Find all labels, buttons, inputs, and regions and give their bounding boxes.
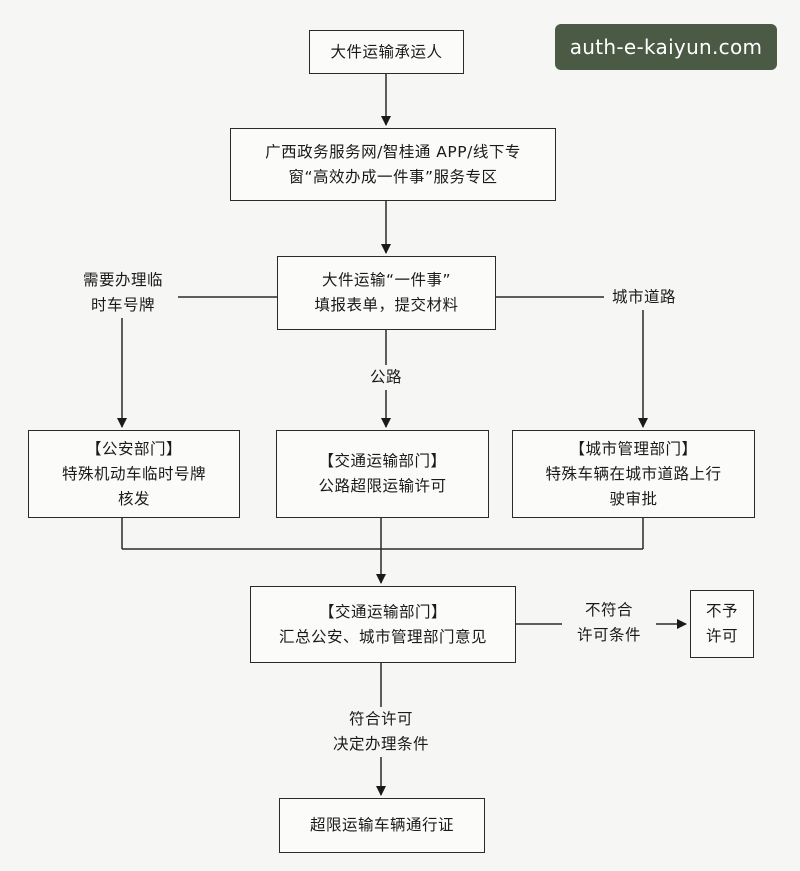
node-deny-line1: 不予	[705, 602, 738, 620]
label-qualified-line1: 符合许可	[348, 710, 413, 728]
node-form-line2: 填报表单，提交材料	[314, 296, 459, 314]
label-city-road-text: 城市道路	[611, 288, 676, 306]
node-form-line1: 大件运输“一件事”	[321, 271, 452, 289]
label-not-qualified-line1: 不符合	[584, 601, 633, 619]
node-city-line2: 特殊车辆在城市道路上行	[545, 464, 722, 483]
node-city-line3: 驶审批	[609, 489, 658, 508]
node-deny: 不予 许可	[690, 590, 754, 658]
label-highway: 公路	[363, 365, 409, 390]
node-carrier: 大件运输承运人	[309, 30, 464, 74]
node-platform: 广西政务服务网/智桂通 APP/线下专 窗“高效办成一件事”服务专区	[230, 128, 556, 201]
label-qualified-line2: 决定办理条件	[332, 735, 429, 753]
watermark-badge: auth-e-kaiyun.com	[555, 24, 777, 70]
node-certificate-text: 超限运输车辆通行证	[309, 816, 454, 834]
node-police: 【公安部门】 特殊机动车临时号牌 核发	[28, 430, 240, 518]
node-city: 【城市管理部门】 特殊车辆在城市道路上行 驶审批	[512, 430, 755, 518]
label-not-qualified-line2: 许可条件	[576, 626, 641, 644]
node-carrier-text: 大件运输承运人	[330, 42, 443, 61]
node-deny-line2: 许可	[705, 627, 738, 645]
node-transport-permit: 【交通运输部门】 公路超限运输许可	[276, 430, 489, 518]
node-summary-line1: 【交通运输部门】	[318, 602, 447, 621]
label-not-qualified: 不符合 许可条件	[562, 598, 656, 648]
node-city-line1: 【城市管理部门】	[569, 439, 698, 458]
node-platform-line1: 广西政务服务网/智桂通 APP/线下专	[265, 142, 521, 161]
label-temp-plate-line1: 需要办理临	[82, 271, 163, 289]
label-qualified: 符合许可 决定办理条件	[316, 707, 446, 757]
node-summary-line2: 汇总公安、城市管理部门意见	[278, 627, 487, 646]
node-police-line2: 特殊机动车临时号牌	[61, 464, 206, 483]
label-city-road: 城市道路	[604, 285, 684, 310]
node-platform-line2: 窗“高效办成一件事”服务专区	[288, 167, 498, 186]
node-summary: 【交通运输部门】 汇总公安、城市管理部门意见	[250, 586, 516, 663]
node-form: 大件运输“一件事” 填报表单，提交材料	[277, 256, 496, 330]
node-transport-permit-line2: 公路超限运输许可	[318, 477, 447, 495]
node-police-line3: 核发	[117, 489, 150, 508]
node-police-line1: 【公安部门】	[85, 439, 182, 458]
label-temp-plate: 需要办理临 时车号牌	[68, 268, 178, 318]
node-certificate: 超限运输车辆通行证	[279, 798, 485, 853]
label-highway-text: 公路	[369, 368, 402, 386]
node-transport-permit-line1: 【交通运输部门】	[318, 452, 447, 470]
label-temp-plate-line2: 时车号牌	[90, 296, 155, 314]
